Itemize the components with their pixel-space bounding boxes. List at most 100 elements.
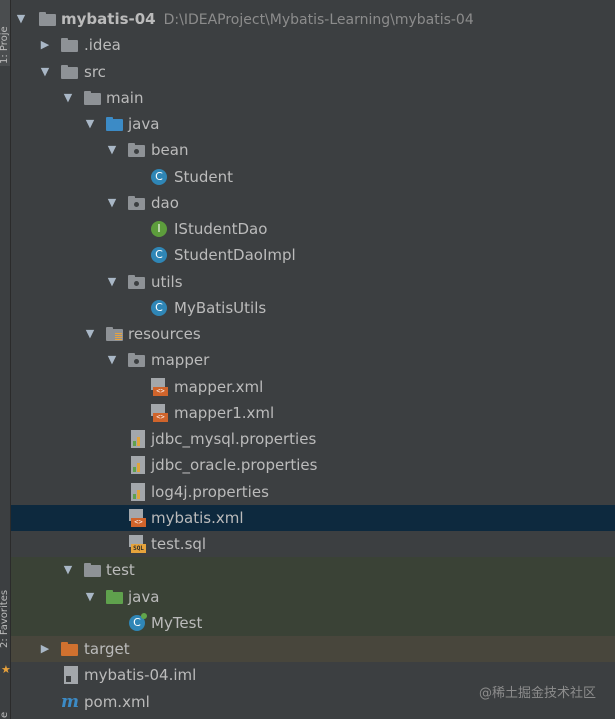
sql-file-icon: SQL [129, 535, 146, 553]
class-icon: C [151, 168, 167, 185]
chevron-down-icon[interactable]: ▼ [63, 90, 73, 104]
chevron-down-icon[interactable]: ▼ [85, 327, 95, 340]
excluded-folder-icon [61, 642, 78, 656]
chevron-down-icon[interactable]: ▼ [85, 117, 95, 130]
root-module-path: D:\IDEAProject\Mybatis-Learning\mybatis-… [163, 12, 474, 28]
folder-icon [61, 64, 78, 79]
properties-file-icon [131, 456, 145, 475]
tree-item-label: java [128, 115, 160, 133]
tree-row-mapper[interactable]: ▼ mapper [11, 347, 615, 373]
root-module-name: mybatis-04 [61, 10, 156, 28]
module-file-icon [64, 666, 78, 685]
class-icon: C [151, 247, 167, 264]
tree-item-label: pom.xml [84, 692, 150, 711]
maven-icon: m [61, 691, 79, 712]
tree-row-student[interactable]: C Student [11, 164, 615, 190]
package-icon [128, 353, 145, 368]
folder-icon [84, 90, 101, 105]
tree-row-java-main[interactable]: ▼ java [11, 111, 615, 137]
module-folder-icon [39, 12, 56, 26]
tree-item-label: MyTest [151, 613, 203, 632]
chevron-down-icon[interactable]: ▼ [16, 12, 26, 25]
tree-row-istudentdao[interactable]: I IStudentDao [11, 216, 615, 242]
chevron-down-icon[interactable]: ▼ [107, 353, 117, 367]
tree-item-label: jdbc_mysql.properties [151, 430, 317, 448]
tree-item-label: mybatis.xml [151, 508, 244, 527]
source-folder-icon [106, 117, 123, 131]
tree-row-test[interactable]: ▼ test [11, 557, 615, 584]
properties-file-icon [131, 482, 145, 501]
tree-item-label: src [84, 62, 106, 81]
class-icon: C [151, 299, 167, 316]
tree-item-label: IStudentDao [174, 220, 268, 238]
tree-item-label: mapper1.xml [174, 403, 275, 422]
tree-item-label: resources [128, 325, 201, 343]
resources-folder-icon [106, 327, 123, 341]
tree-item-label: java [128, 587, 160, 606]
tree-row-idea[interactable]: ▶ .idea [11, 32, 615, 58]
folder-icon [84, 563, 101, 578]
tree-row-mapper1-xml[interactable]: <> mapper1.xml [11, 400, 615, 426]
chevron-down-icon[interactable]: ▼ [107, 195, 117, 209]
properties-file-icon [131, 430, 145, 448]
tree-row-test-sql[interactable]: SQL test.sql [11, 531, 615, 557]
tree-row-mybatisutils[interactable]: C MyBatisUtils [11, 295, 615, 321]
tree-row-jdbc-oracle[interactable]: jdbc_oracle.properties [11, 452, 615, 478]
chevron-down-icon[interactable]: ▼ [85, 589, 95, 603]
chevron-down-icon[interactable]: ▼ [40, 64, 50, 78]
chevron-right-icon[interactable]: ▶ [40, 642, 50, 655]
tree-row-pom[interactable]: m pom.xml [11, 689, 615, 715]
tree-item-label: log4j.properties [151, 482, 269, 501]
tree-item-label: mapper.xml [174, 377, 264, 396]
tree-item-label: test [106, 561, 135, 580]
tree-item-label: .idea [84, 36, 121, 55]
watermark: @稀土掘金技术社区 [478, 686, 596, 701]
test-source-folder-icon [106, 589, 123, 604]
test-class-icon: C [129, 612, 147, 631]
tool-window-strip: 1: Proje 2: Favorites ★ e [0, 0, 11, 719]
tree-row-bean[interactable]: ▼ bean [11, 137, 615, 163]
chevron-down-icon[interactable]: ▼ [63, 563, 73, 577]
package-icon [128, 274, 145, 289]
tree-row-utils[interactable]: ▼ utils [11, 269, 615, 295]
tree-row-log4j[interactable]: log4j.properties [11, 479, 615, 505]
tree-item-label: utils [151, 272, 183, 291]
tree-row-resources[interactable]: ▼ resources [11, 321, 615, 347]
chevron-right-icon[interactable]: ▶ [40, 38, 50, 52]
xml-file-icon: <> [151, 377, 168, 396]
tree-item-label: target [84, 640, 130, 658]
tree-item-label: StudentDaoImpl [174, 246, 296, 265]
package-icon [128, 143, 145, 158]
xml-file-icon: <> [151, 403, 168, 422]
tree-item-label: jdbc_oracle.properties [151, 456, 318, 475]
tree-row-dao[interactable]: ▼ dao [11, 190, 615, 216]
tree-item-label: MyBatisUtils [174, 298, 267, 317]
tree-row-root[interactable]: ▼ mybatis-04 D:\IDEAProject\Mybatis-Learn… [11, 6, 615, 32]
chevron-down-icon[interactable]: ▼ [107, 143, 117, 157]
tree-item-label: dao [151, 193, 179, 212]
project-tool-tab[interactable]: 1: Proje [0, 0, 10, 66]
tree-row-mybatis-xml[interactable]: <> mybatis.xml [11, 504, 615, 531]
tree-row-jdbc-mysql[interactable]: jdbc_mysql.properties [11, 426, 615, 452]
tree-row-target[interactable]: ▶ target [11, 636, 615, 663]
tree-row-studentdaoimpl[interactable]: C StudentDaoImpl [11, 242, 615, 268]
tree-item-label: bean [151, 141, 189, 160]
tree-item-label: mybatis-04.iml [84, 666, 197, 685]
tree-row-mapper-xml[interactable]: <> mapper.xml [11, 374, 615, 400]
tree-row-mytest[interactable]: C MyTest [11, 609, 615, 636]
tree-row-src[interactable]: ▼ src [11, 59, 615, 85]
project-tree[interactable]: ▼ mybatis-04 D:\IDEAProject\Mybatis-Learn… [11, 6, 615, 715]
tree-item-label: Student [174, 167, 234, 186]
package-icon [128, 195, 145, 210]
tree-row-main[interactable]: ▼ main [11, 85, 615, 111]
tree-item-label: test.sql [151, 535, 207, 553]
bottom-tool-tab[interactable]: e [0, 711, 10, 718]
tree-item-label: mapper [151, 351, 210, 370]
star-icon: ★ [1, 663, 11, 676]
favorites-tool-tab[interactable]: 2: Favorites [0, 589, 10, 648]
chevron-down-icon[interactable]: ▼ [107, 274, 117, 288]
xml-file-icon: <> [129, 508, 146, 527]
tree-row-java-test[interactable]: ▼ java [11, 583, 615, 610]
folder-icon [61, 38, 78, 53]
tree-row-iml[interactable]: mybatis-04.iml [11, 662, 615, 688]
